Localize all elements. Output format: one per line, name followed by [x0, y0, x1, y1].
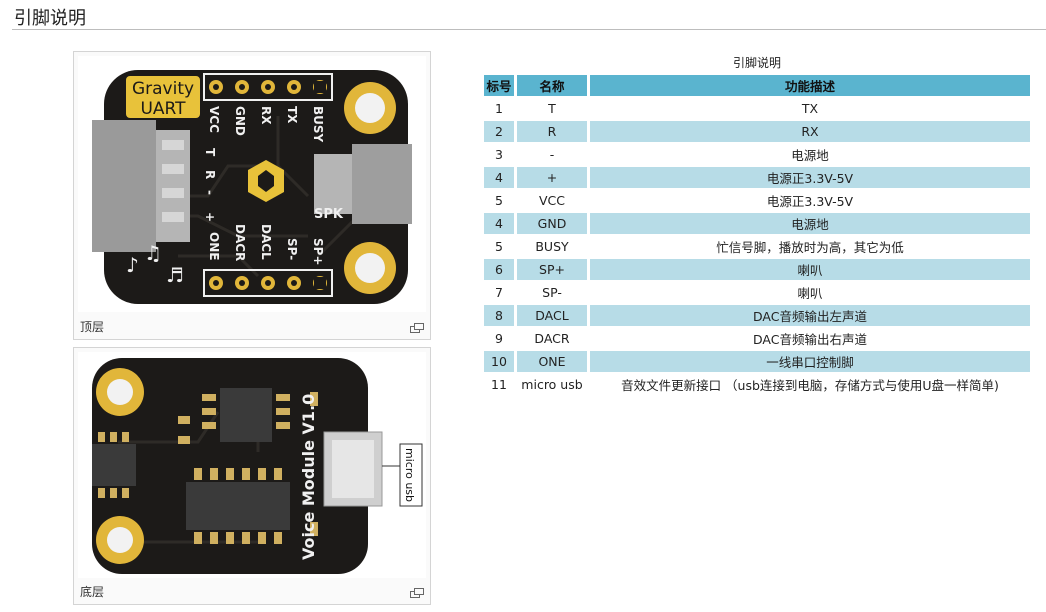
- section-title: 引脚说明: [14, 8, 86, 29]
- pin-label-one: ONE: [207, 232, 221, 260]
- board-title-line2: UART: [140, 99, 186, 119]
- pin-label-dacr: DACR: [233, 224, 247, 261]
- cell-name: T: [517, 98, 590, 119]
- bottom-view-caption: 底层: [80, 585, 105, 599]
- cell-number: 4: [484, 213, 517, 234]
- cell-description: 喇叭: [797, 286, 823, 301]
- cell-number: 1: [484, 98, 517, 119]
- header-description: 功能描述: [590, 75, 1030, 96]
- cell-name: -: [517, 144, 590, 165]
- cell-name: R: [517, 121, 590, 142]
- cell-name: DACR: [517, 328, 590, 349]
- cell-number: 2: [484, 121, 517, 142]
- cell-number: 4: [484, 167, 517, 188]
- cell-description: RX: [590, 121, 1030, 142]
- pin-label-busy: BUSY: [311, 106, 325, 143]
- side-label-minus: -: [203, 190, 217, 195]
- bottom-view-thumbnail[interactable]: Voice Module V1.0 micro usb 底层: [73, 347, 431, 605]
- pin-label-dacl: DACL: [259, 224, 273, 260]
- cell-number: 11: [484, 374, 517, 395]
- pin-label-rx: RX: [259, 106, 273, 125]
- side-label-t: T: [203, 148, 217, 157]
- cell-name: BUSY: [517, 236, 590, 257]
- table-row: 3- 电源地: [484, 144, 1030, 165]
- cell-number: 10: [484, 351, 517, 372]
- cell-number: 8: [484, 305, 517, 326]
- top-view-caption: 顶层: [80, 320, 105, 334]
- pin-label-sp-minus: SP-: [285, 238, 299, 260]
- gravity-logo: [248, 160, 284, 202]
- header-number: 标号: [484, 75, 517, 96]
- bottom-view-image: Voice Module V1.0 micro usb: [78, 352, 426, 578]
- header-name: 名称: [517, 75, 590, 96]
- cell-description: 电源地: [590, 213, 1030, 234]
- music-notes-icon: ♪♫♬: [126, 241, 184, 287]
- cell-description: 电源正3.3V-5V: [590, 167, 1030, 188]
- table-caption: 引脚说明: [732, 56, 781, 70]
- spk-label: SPK: [314, 207, 344, 222]
- cell-number: 5: [484, 190, 517, 211]
- cell-name: DACL: [517, 305, 590, 326]
- cell-description: 音效文件更新接口 （usb连接到电脑，存储方式与使用U盘一样简单): [621, 378, 999, 393]
- enlarge-icon[interactable]: [410, 588, 424, 598]
- cell-name: VCC: [517, 190, 590, 211]
- micro-usb-callout: micro usb: [403, 448, 416, 502]
- svg-text:♫: ♫: [144, 241, 162, 265]
- pin-label-tx: TX: [285, 106, 299, 124]
- cell-name: SP+: [517, 259, 590, 280]
- board-title-line1: Gravity: [132, 79, 194, 99]
- cell-description: 喇叭: [590, 259, 1030, 280]
- cell-description: 忙信号脚，播放时为高，其它为低: [716, 240, 904, 255]
- cell-number: 7: [484, 282, 517, 303]
- cell-description: 一线串口控制脚: [590, 351, 1030, 372]
- top-view-image: Gravity UART VCC GND RX TX BUSY T R: [78, 56, 426, 312]
- table-row: 4+电源正3.3V-5V: [484, 167, 1030, 188]
- bottom-board-title: Voice Module V1.0: [299, 394, 318, 560]
- cell-description: 电源正3.3V-5V: [766, 194, 854, 209]
- side-label-r: R: [203, 170, 217, 179]
- cell-description: DAC音频输出左声道: [590, 305, 1030, 326]
- cell-number: 3: [484, 144, 517, 165]
- cell-number: 6: [484, 259, 517, 280]
- cell-name: +: [517, 167, 590, 188]
- cell-description: DAC音频输出右声道: [753, 332, 867, 347]
- cell-name: GND: [517, 213, 590, 234]
- cell-description: TX: [801, 101, 819, 116]
- pin-label-gnd: GND: [233, 106, 247, 136]
- svg-text:♪: ♪: [126, 253, 139, 277]
- enlarge-icon[interactable]: [410, 323, 424, 333]
- table-header-row: 标号 名称 功能描述: [484, 75, 1030, 96]
- cell-name: micro usb: [517, 374, 590, 395]
- cell-name: SP-: [517, 282, 590, 303]
- svg-text:♬: ♬: [166, 263, 184, 287]
- cell-number: 9: [484, 328, 517, 349]
- pin-label-sp-plus: SP+: [311, 238, 325, 266]
- side-label-plus: +: [203, 212, 217, 222]
- section-divider: [12, 29, 1046, 30]
- cell-name: ONE: [517, 351, 590, 372]
- cell-description: 电源地: [791, 148, 829, 163]
- top-view-thumbnail[interactable]: Gravity UART VCC GND RX TX BUSY T R: [73, 51, 431, 340]
- pin-label-vcc: VCC: [207, 106, 221, 133]
- cell-number: 5: [484, 236, 517, 257]
